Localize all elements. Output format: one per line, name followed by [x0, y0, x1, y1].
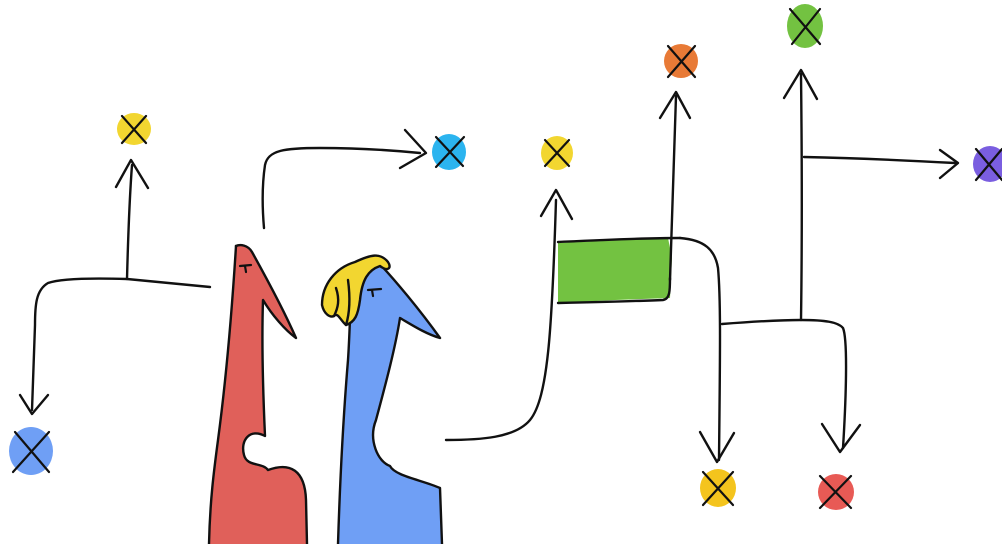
- figure-left: [209, 245, 307, 544]
- target-yellow-top-left: [117, 113, 151, 145]
- target-yellow-center: [541, 136, 573, 170]
- target-cyan: [432, 134, 466, 170]
- box-right-branch: [680, 70, 958, 462]
- figure-right: [322, 256, 442, 544]
- target-gold-bottom: [700, 469, 736, 507]
- right-up-arrow: [263, 130, 426, 228]
- target-green: [787, 4, 823, 48]
- left-branch-arrows: [20, 160, 210, 414]
- curve-to-box-arrow: [446, 190, 572, 440]
- target-red-bottom: [818, 474, 854, 510]
- target-blue-bottom-left: [9, 427, 53, 475]
- target-purple: [973, 146, 1002, 182]
- green-box: [558, 238, 680, 303]
- target-orange: [664, 44, 698, 78]
